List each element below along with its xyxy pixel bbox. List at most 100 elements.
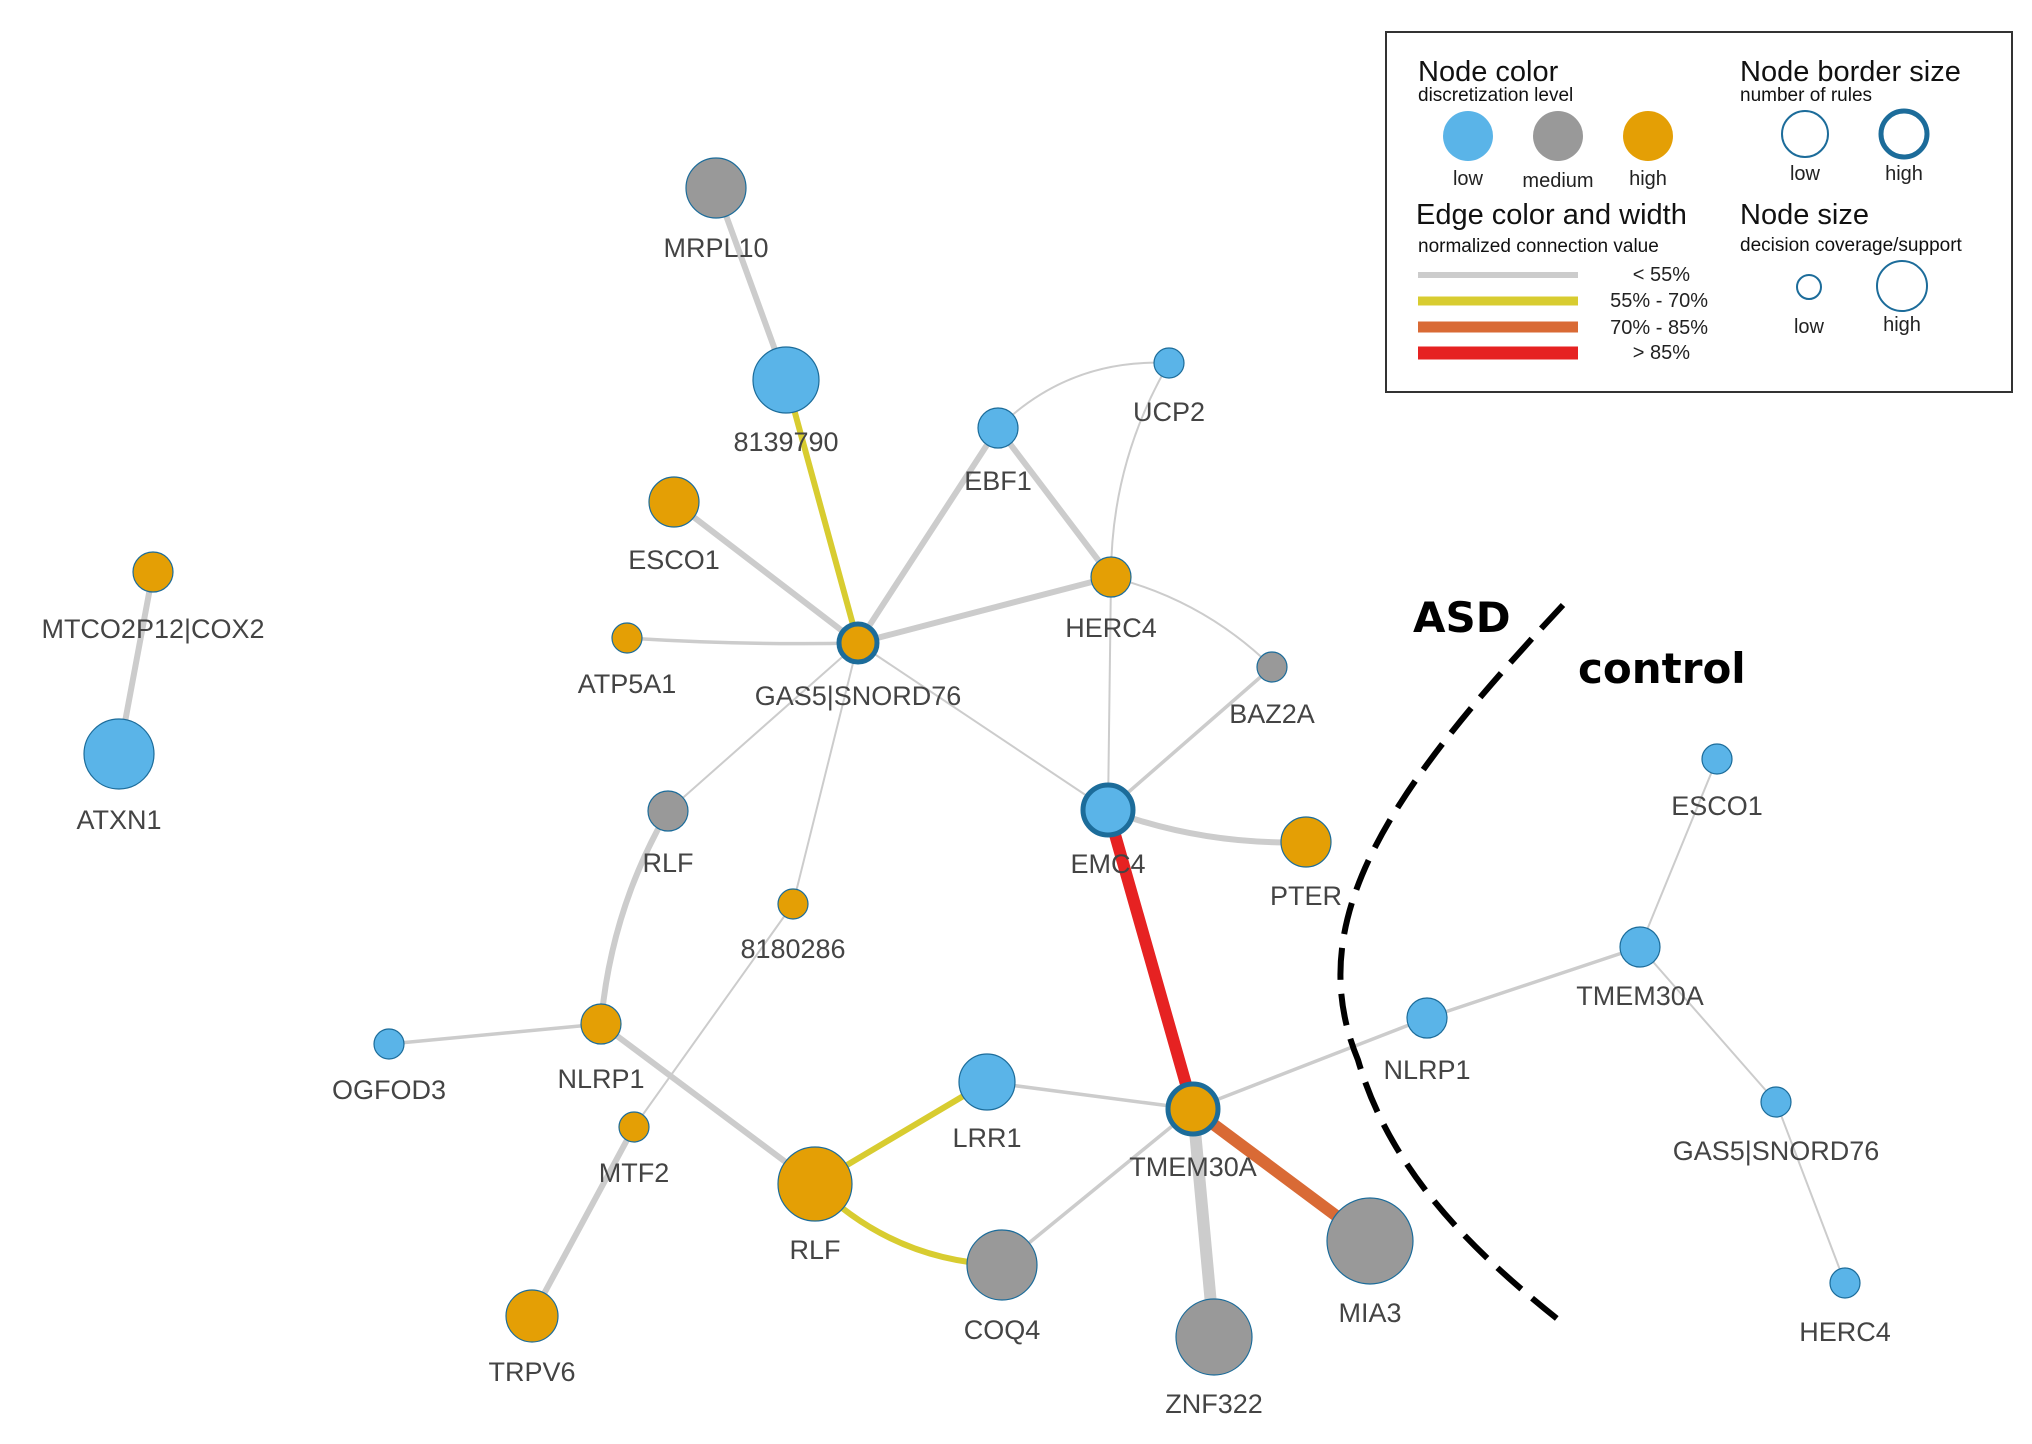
asd-control-divider [1337,602,1567,1328]
node-label-trpv6: TRPV6 [488,1357,575,1387]
edge-gas5_a-ebf1 [855,425,1001,646]
node-atxn1[interactable] [83,718,155,790]
nodes-layer [83,157,1861,1376]
node-label-gas5_b: GAS5|SNORD76 [1673,1136,1880,1166]
node-mrpl10[interactable] [685,157,747,219]
edge-nlrp1_b-tmem30a_b [1425,945,1642,1020]
node-label-nlrp1_b: NLRP1 [1383,1055,1470,1085]
legend-edge-subtitle: normalized connection value [1418,236,1659,257]
node-label-tmem30a_a: TMEM30A [1129,1152,1257,1182]
edge-n8139790-gas5_a [783,377,861,646]
node-znf322[interactable] [1175,1298,1253,1376]
node-label-baz2a: BAZ2A [1229,699,1315,729]
node-label-n8139790: 8139790 [733,427,838,457]
edge-n8180286-mtf2 [633,903,794,1128]
node-label-esco1_a: ESCO1 [628,545,720,575]
node-label-ucp2: UCP2 [1133,397,1205,427]
node-pter[interactable] [1280,816,1332,868]
legend-node-color-subtitle: discretization level [1418,85,1573,106]
node-label-mrpl10: MRPL10 [663,233,768,263]
legend: Node color discretization level low medi… [1385,31,2013,393]
legend-border-high-icon [1878,108,1930,160]
node-label-nlrp1_a: NLRP1 [557,1064,644,1094]
legend-swatch-high-icon [1623,111,1673,161]
edge-herc4_a-emc4 [1107,576,1112,811]
node-n8139790[interactable] [752,346,820,414]
node-lrr1[interactable] [958,1053,1016,1111]
legend-border-low-icon [1781,110,1829,158]
node-label-lrr1: LRR1 [952,1123,1021,1153]
legend-edge-label-70-85: 70% - 85% [1610,317,1708,339]
node-trpv6[interactable] [505,1289,559,1343]
edge-gas5_a-emc4 [857,642,1109,811]
node-gas5_a[interactable] [836,621,880,665]
edge-ebf1-ucp2 [997,361,1170,429]
legend-edge-title: Edge color and width [1416,199,1687,231]
node-coq4[interactable] [966,1229,1038,1301]
edge-esco1_a-gas5_a [671,499,861,646]
node-tmem30a_b[interactable] [1619,926,1661,968]
node-label-znf322: ZNF322 [1165,1389,1263,1419]
legend-edge-label-gt85: > 85% [1633,342,1690,364]
node-label-emc4: EMC4 [1070,849,1145,879]
legend-medium-label: medium [1522,170,1593,192]
node-ebf1[interactable] [977,407,1019,449]
node-emc4[interactable] [1080,782,1136,838]
node-mtco2[interactable] [132,551,174,593]
node-label-mtco2: MTCO2P12|COX2 [41,614,264,644]
node-mia3[interactable] [1326,1197,1414,1285]
node-herc4_b[interactable] [1829,1267,1861,1299]
node-label-atp5a1: ATP5A1 [578,669,677,699]
legend-low-label: low [1453,168,1484,190]
legend-edge-label-lt55: < 55% [1633,264,1690,286]
node-ucp2[interactable] [1153,347,1185,379]
node-label-mia3: MIA3 [1338,1298,1401,1328]
region-label-asd: ASD [1413,593,1511,642]
node-label-rlf_a: RLF [642,848,693,878]
node-atp5a1[interactable] [611,622,643,654]
node-label-herc4_b: HERC4 [1799,1317,1891,1347]
edge-emc4-tmem30a_a [1102,804,1199,1115]
node-label-ebf1: EBF1 [964,466,1032,496]
edge-ogfod3-nlrp1_a [387,1022,603,1046]
legend-size-high-label: high [1883,314,1921,336]
edge-ucp2-herc4_a [1110,362,1170,578]
node-rlf_a[interactable] [647,790,689,832]
node-label-coq4: COQ4 [964,1315,1041,1345]
region-label-control: control [1578,644,1746,693]
node-label-n8180286: 8180286 [740,934,845,964]
node-baz2a[interactable] [1256,651,1288,683]
node-n8180286[interactable] [777,888,809,920]
edge-mtf2-trpv6 [529,1124,637,1319]
legend-swatch-low-icon [1443,111,1493,161]
edge-baz2a-emc4 [1106,665,1274,812]
node-label-atxn1: ATXN1 [76,805,161,835]
legend-node-color-title: Node color [1418,56,1559,88]
edge-rlf_a-nlrp1_a [598,808,671,1027]
edge-tmem30a_a-coq4 [1000,1107,1195,1267]
node-label-ogfod3: OGFOD3 [332,1075,446,1105]
legend-border-high-label: high [1885,163,1923,185]
node-label-gas5_a: GAS5|SNORD76 [755,681,962,711]
node-nlrp1_a[interactable] [580,1003,622,1045]
edge-emc4-pter [1105,807,1309,846]
edge-tmem30a_a-nlrp1_b [1191,1016,1429,1111]
node-mtf2[interactable] [618,1111,650,1143]
edge-herc4_a-baz2a [1110,576,1273,668]
node-gas5_b[interactable] [1760,1086,1792,1118]
node-esco1_a[interactable] [648,476,700,528]
node-nlrp1_b[interactable] [1406,997,1448,1039]
edge-ebf1-herc4_a [995,425,1114,580]
node-label-esco1_b: ESCO1 [1671,791,1763,821]
legend-size-low-label: low [1794,316,1825,338]
edge-tmem30a_b-gas5_b [1639,946,1777,1103]
legend-high-label: high [1629,168,1667,190]
node-tmem30a_a[interactable] [1165,1081,1221,1137]
node-rlf_b[interactable] [777,1146,853,1222]
node-herc4_a[interactable] [1090,556,1132,598]
node-esco1_b[interactable] [1701,743,1733,775]
legend-size-low-icon [1796,274,1822,300]
edge-tmem30a_b-esco1_b [1639,758,1718,948]
node-ogfod3[interactable] [373,1028,405,1060]
legend-edge-label-55-70: 55% - 70% [1610,290,1708,312]
